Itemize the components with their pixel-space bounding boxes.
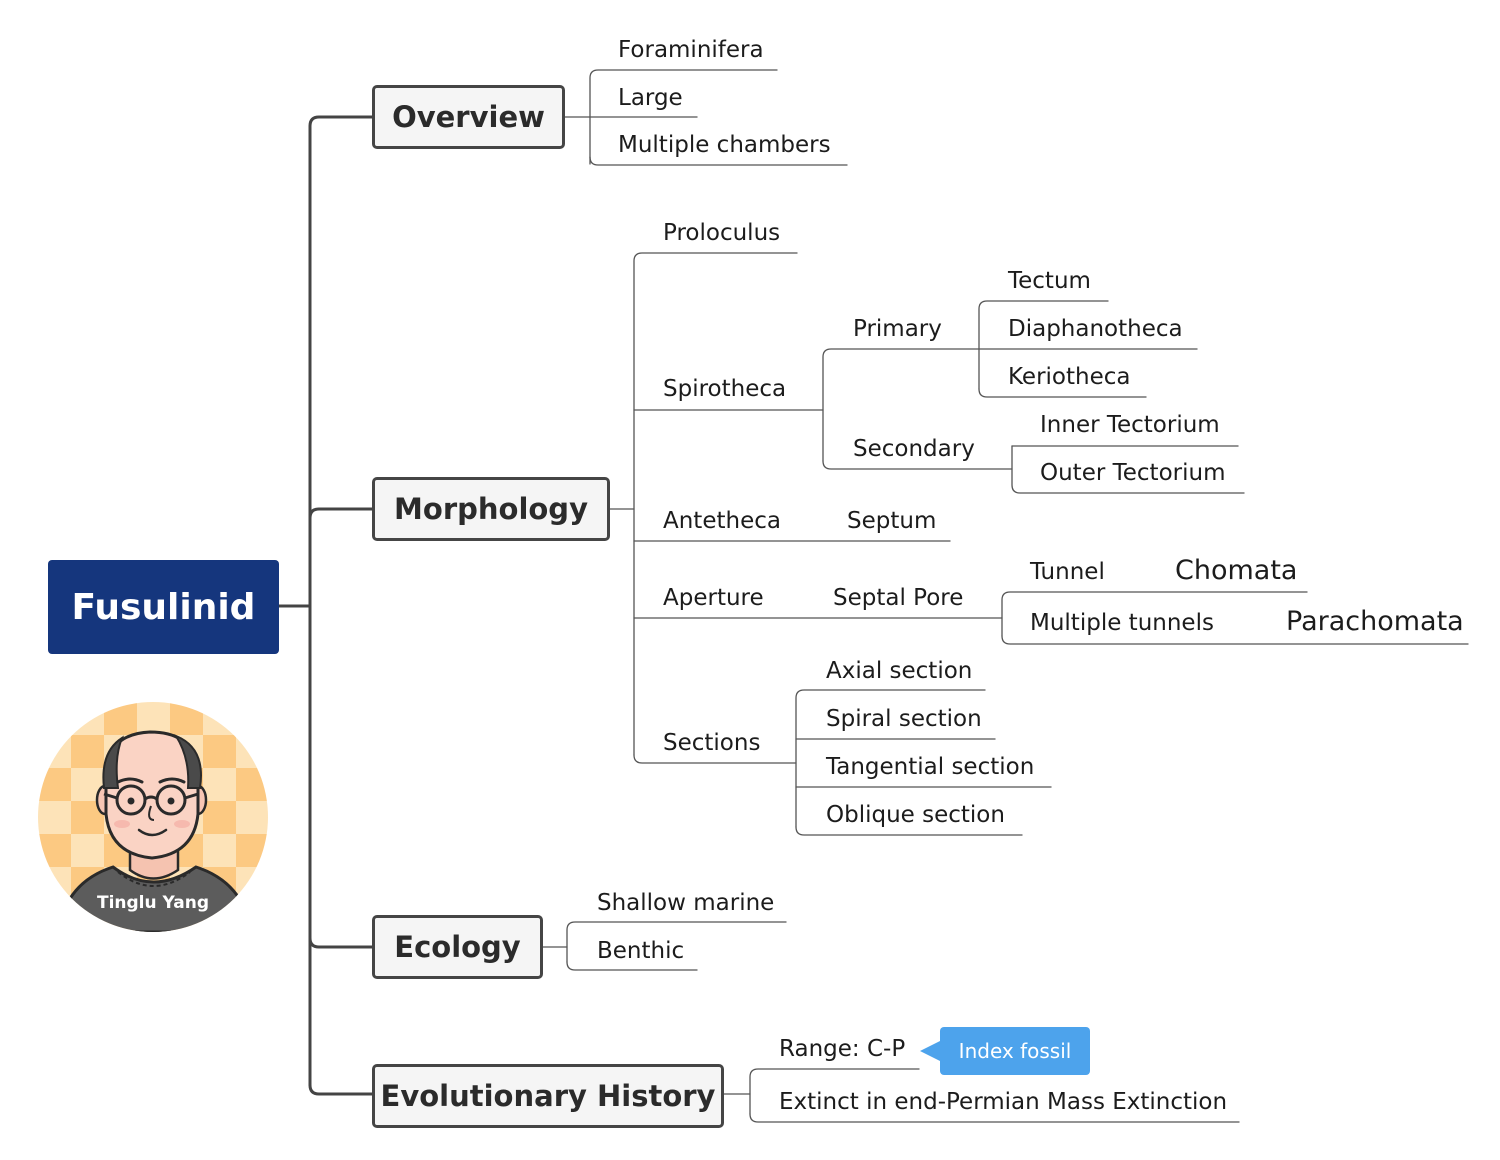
leaf-spirotheca[interactable]: Spirotheca xyxy=(663,376,787,402)
ecology-bracket xyxy=(566,921,787,963)
ecology-bottom xyxy=(566,961,698,971)
branch-evolutionary-history[interactable]: Evolutionary History xyxy=(372,1064,724,1128)
aperture-bracket xyxy=(1001,591,1308,637)
leaf-extinction[interactable]: Extinct in end-Permian Mass Extinction xyxy=(779,1089,1228,1115)
overview-bottom xyxy=(589,156,848,166)
leaf-range[interactable]: Range: C-P xyxy=(779,1036,906,1062)
spirotheca-bracket xyxy=(822,348,980,462)
branch-morphology-label: Morphology xyxy=(394,492,588,526)
secondary-corner xyxy=(822,460,1013,470)
leaf-outer-tectorium[interactable]: Outer Tectorium xyxy=(1040,460,1226,486)
leaf-oblique-section[interactable]: Oblique section xyxy=(826,802,1005,828)
leaf-axial-section[interactable]: Axial section xyxy=(826,658,973,684)
primary-bottom xyxy=(978,388,1147,398)
root-node[interactable]: Fusulinid xyxy=(48,560,279,654)
leaf-diaphanotheca[interactable]: Diaphanotheca xyxy=(1008,316,1183,342)
branch-ecology-label: Ecology xyxy=(394,930,521,964)
leaf-tectum[interactable]: Tectum xyxy=(1008,268,1091,294)
leaf-secondary[interactable]: Secondary xyxy=(853,436,975,462)
leaf-shallow-marine[interactable]: Shallow marine xyxy=(597,890,775,916)
evolution-bracket xyxy=(749,1068,920,1115)
leaf-tangential-section[interactable]: Tangential section xyxy=(826,754,1035,780)
leaf-foraminifera[interactable]: Foraminifera xyxy=(618,37,764,63)
leaf-parachomata[interactable]: Parachomata xyxy=(1286,606,1464,637)
leaf-primary[interactable]: Primary xyxy=(853,316,942,342)
leaf-septal-pore[interactable]: Septal Pore xyxy=(833,585,964,611)
trunk-line xyxy=(308,115,374,1087)
callout-pointer xyxy=(920,1040,942,1062)
root-label: Fusulinid xyxy=(71,586,256,628)
leaf-proloculus[interactable]: Proloculus xyxy=(663,220,781,246)
leaf-multiple-chambers[interactable]: Multiple chambers xyxy=(618,132,831,158)
sections-bracket xyxy=(795,689,986,828)
leaf-spiral-section[interactable]: Spiral section xyxy=(826,706,982,732)
aperture-bottom xyxy=(1001,635,1469,645)
author-name: Tinglu Yang xyxy=(96,893,210,913)
author-avatar xyxy=(38,702,268,932)
primary-bracket xyxy=(978,300,1109,390)
evolution-bottom xyxy=(749,1113,1240,1123)
branch-ecology[interactable]: Ecology xyxy=(372,915,543,979)
branch-overview[interactable]: Overview xyxy=(372,85,565,149)
leaf-keriotheca[interactable]: Keriotheca xyxy=(1008,364,1131,390)
callout-label: Index fossil xyxy=(958,1039,1072,1063)
overview-bracket xyxy=(589,69,778,165)
leaf-chomata[interactable]: Chomata xyxy=(1175,555,1298,586)
callout-index-fossil[interactable]: Index fossil xyxy=(940,1027,1090,1075)
leaf-antetheca[interactable]: Antetheca xyxy=(663,508,781,534)
leaf-septum[interactable]: Septum xyxy=(847,508,937,534)
leaf-tunnel[interactable]: Tunnel xyxy=(1030,559,1105,585)
leaf-sections[interactable]: Sections xyxy=(663,730,761,756)
branch-overview-label: Overview xyxy=(392,100,545,134)
secondary-down xyxy=(1011,445,1245,494)
leaf-multiple-tunnels[interactable]: Multiple tunnels xyxy=(1030,610,1214,636)
leaf-large[interactable]: Large xyxy=(618,85,683,111)
leaf-benthic[interactable]: Benthic xyxy=(597,938,685,964)
morphology-bracket xyxy=(633,252,798,756)
leaf-inner-tectorium[interactable]: Inner Tectorium xyxy=(1040,412,1220,438)
sections-bottom xyxy=(795,826,1023,836)
morphology-link xyxy=(308,507,374,520)
branch-evolution-label: Evolutionary History xyxy=(380,1079,716,1113)
evolution-link xyxy=(308,1083,374,1096)
branch-morphology[interactable]: Morphology xyxy=(372,477,610,541)
sections-corner xyxy=(633,754,797,764)
ecology-link xyxy=(308,936,374,949)
leaf-aperture[interactable]: Aperture xyxy=(663,585,764,611)
